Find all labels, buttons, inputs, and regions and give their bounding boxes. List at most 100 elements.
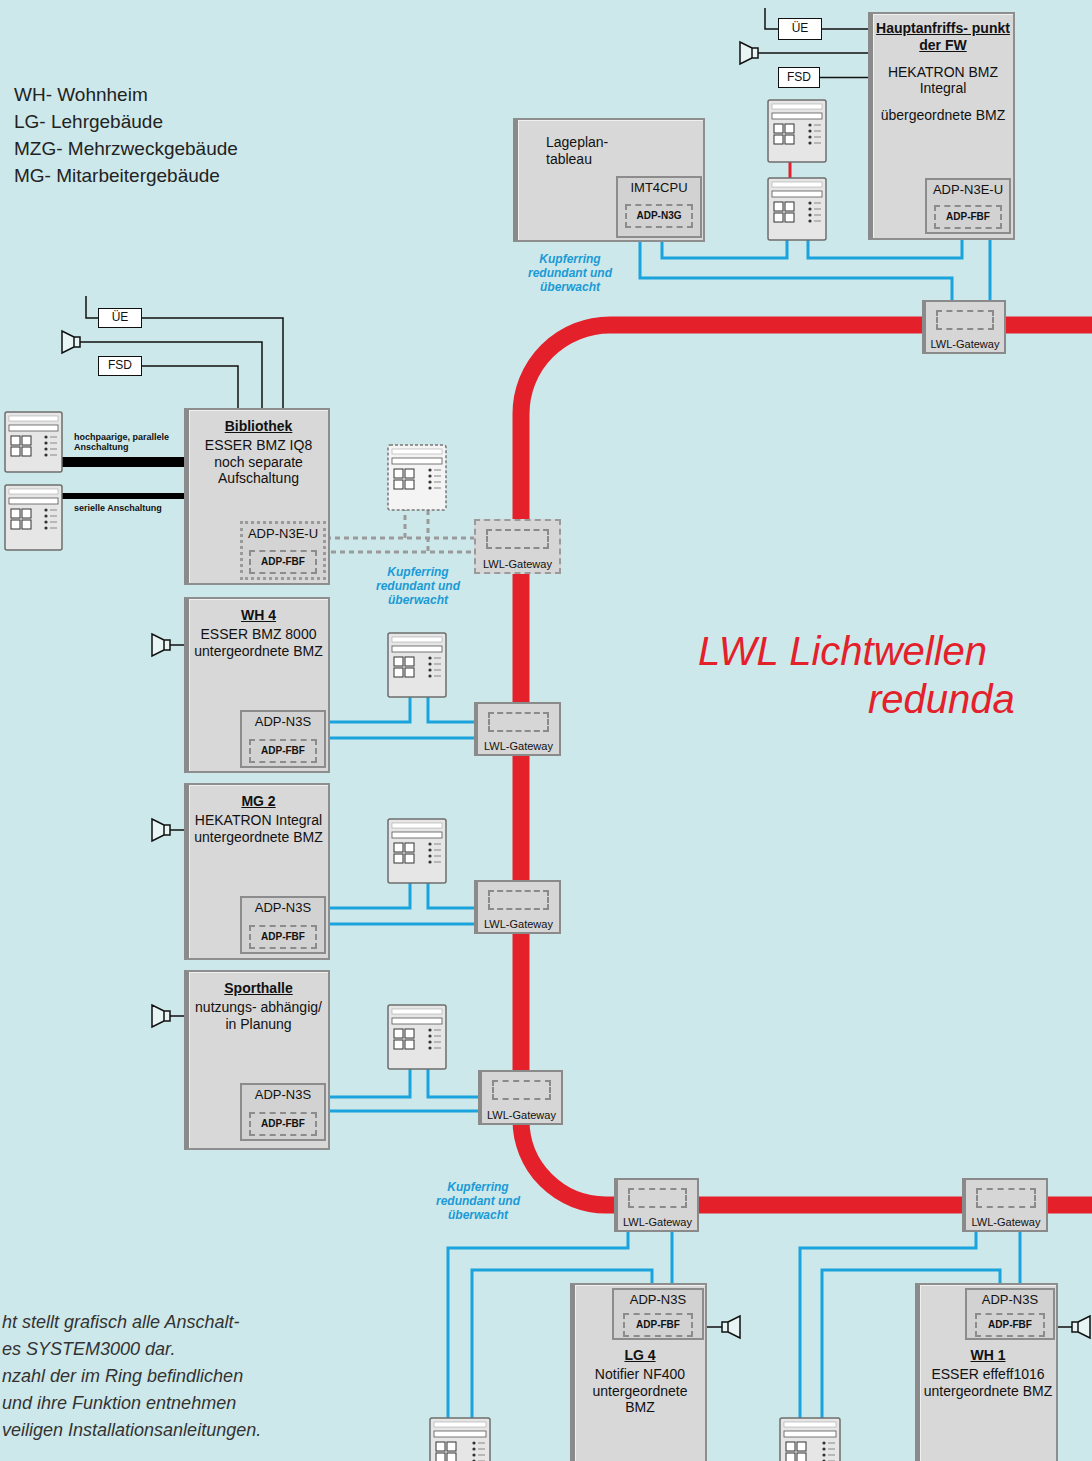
- adapter-box: ADP-FBF: [249, 925, 317, 949]
- panel-line: [478, 1443, 485, 1444]
- panel-led: [428, 1034, 431, 1037]
- panel-line: [50, 510, 57, 511]
- adapter-box: ADP-FBF: [975, 1313, 1045, 1337]
- node-text: ADP-FBF: [254, 745, 312, 757]
- label-box: LWL Lichtwellen: [698, 628, 1092, 674]
- speaker-wire: [80, 342, 262, 408]
- node-text: ADP-N3E-U: [246, 526, 320, 542]
- speaker-symbol: [740, 42, 758, 64]
- connector: [142, 366, 238, 408]
- panel-line: [50, 443, 57, 444]
- panel-line: [434, 670, 441, 671]
- text-area: ADP-FBF: [980, 1319, 1040, 1331]
- text-area: ÜE: [779, 19, 821, 39]
- panel-header: [784, 1422, 836, 1427]
- panel-led: [822, 1453, 825, 1456]
- connector: [822, 28, 868, 30]
- node-text: ADP-FBF: [254, 1118, 312, 1130]
- speaker-shape: [152, 819, 170, 841]
- gateway-box: LWL-Gateway: [922, 300, 1006, 354]
- panel-line: [50, 437, 57, 438]
- panel-line: [828, 1443, 835, 1444]
- node-heading: Bibliothek: [192, 418, 325, 435]
- label-box: redunda: [868, 676, 1092, 722]
- text-area: ADP-N3S: [970, 1292, 1050, 1308]
- panel-line: [828, 1455, 835, 1456]
- connector: [640, 238, 952, 300]
- panel-line: [434, 862, 441, 863]
- panel-led: [44, 453, 47, 456]
- label-text: ht stellt grafisch alle Anschalt-: [2, 1312, 402, 1333]
- label-box: MZG- Mehrzweckgebäude: [14, 138, 314, 160]
- node-text: übergeordnete BMZ: [876, 107, 1010, 124]
- panel-icon: [768, 178, 826, 240]
- adapter-box: ADP-N3G: [625, 204, 693, 228]
- speaker-shape: [152, 634, 170, 656]
- panel-key: [22, 509, 31, 518]
- panel-key: [447, 1453, 456, 1461]
- connector: [1019, 1232, 1022, 1288]
- text-area: LWL-Gateway: [478, 918, 559, 931]
- text-area: Hauptanfriffs- punkt der FWHEKATRON BMZ …: [876, 20, 1010, 124]
- label-box: es SYSTEM3000 dar.: [2, 1339, 402, 1360]
- gateway-box: LWL-Gateway: [474, 519, 561, 574]
- node-text: ADP-N3E-U: [930, 182, 1006, 198]
- text-area: ADP-N3G: [630, 210, 688, 222]
- panel-key: [11, 447, 20, 456]
- label-box: LG- Lehrgebäude: [14, 111, 314, 133]
- node-text: ESSER BMZ 8000 untergeordnete BMZ: [192, 626, 325, 660]
- node-text: ADP-FBF: [980, 1319, 1040, 1331]
- adapter-box: IMT4CPU ADP-N3G: [616, 176, 702, 238]
- panel-line: [50, 522, 57, 523]
- panel-led: [428, 1046, 431, 1049]
- wire-note: Kupferring redundant und überwacht: [518, 253, 622, 294]
- panel-icon: [388, 1005, 446, 1069]
- panel-header: [392, 823, 442, 828]
- gateway-slot: [486, 529, 549, 549]
- speaker-symbol: [62, 331, 80, 353]
- copper-wire: [428, 883, 474, 908]
- panel-line: [434, 856, 441, 857]
- panel-box: BibliothekESSER BMZ IQ8 noch separate Au…: [184, 408, 330, 585]
- node-text: LWL-Gateway: [478, 918, 559, 931]
- panel-key: [394, 657, 403, 666]
- node-text: ADP-FBF: [628, 1319, 688, 1331]
- connector: [820, 77, 868, 79]
- signal-box: FSD: [778, 67, 820, 88]
- gateway-box: LWL-Gateway: [614, 1178, 699, 1232]
- text-area: WH 4ESSER BMZ 8000 untergeordnete BMZ: [192, 607, 325, 659]
- panel-led: [428, 474, 431, 477]
- fiber-ring: [521, 325, 1092, 1205]
- label-box: Kupferring redundant und überwacht: [366, 566, 470, 607]
- label-box: veiligen Installationsanleitungen.: [2, 1420, 402, 1441]
- panel-key: [774, 124, 783, 133]
- panel-body: [780, 1418, 840, 1461]
- text-area: ADP-N3S: [617, 1292, 699, 1308]
- panel-header: [392, 1009, 442, 1014]
- node-text: ADP-N3G: [630, 210, 688, 222]
- connector: [142, 318, 283, 408]
- panel-line: [814, 137, 821, 138]
- text-area: ADP-FBF: [254, 1118, 312, 1130]
- node-text: IMT4CPU: [621, 180, 697, 196]
- adapter-box: ADP-FBF: [249, 1112, 317, 1136]
- panel-key: [405, 668, 414, 677]
- gateway-slot: [628, 1188, 687, 1208]
- text-area: ÜE: [99, 309, 141, 327]
- panel-box: WH 1ESSER effeff1016 untergeordnete BMZA…: [915, 1283, 1058, 1461]
- panel-line: [50, 516, 57, 517]
- adapter-box: ADP-N3E-U ADP-FBF: [240, 521, 326, 580]
- text-area: ADP-N3S: [245, 714, 321, 730]
- panel-key: [405, 469, 414, 478]
- panel-body: [430, 1418, 490, 1461]
- panel-display: [9, 425, 58, 431]
- panel-key: [405, 843, 414, 852]
- text-area: BibliothekESSER BMZ IQ8 noch separate Au…: [192, 418, 325, 487]
- speaker-wire: [1058, 1326, 1072, 1328]
- speaker-shape: [152, 1005, 170, 1027]
- text-area: LWL-Gateway: [478, 740, 559, 753]
- node-text: ADP-N3S: [245, 714, 321, 730]
- panel-header: [392, 449, 442, 454]
- panel-display: [434, 1431, 486, 1437]
- node-text: ADP-FBF: [254, 556, 312, 568]
